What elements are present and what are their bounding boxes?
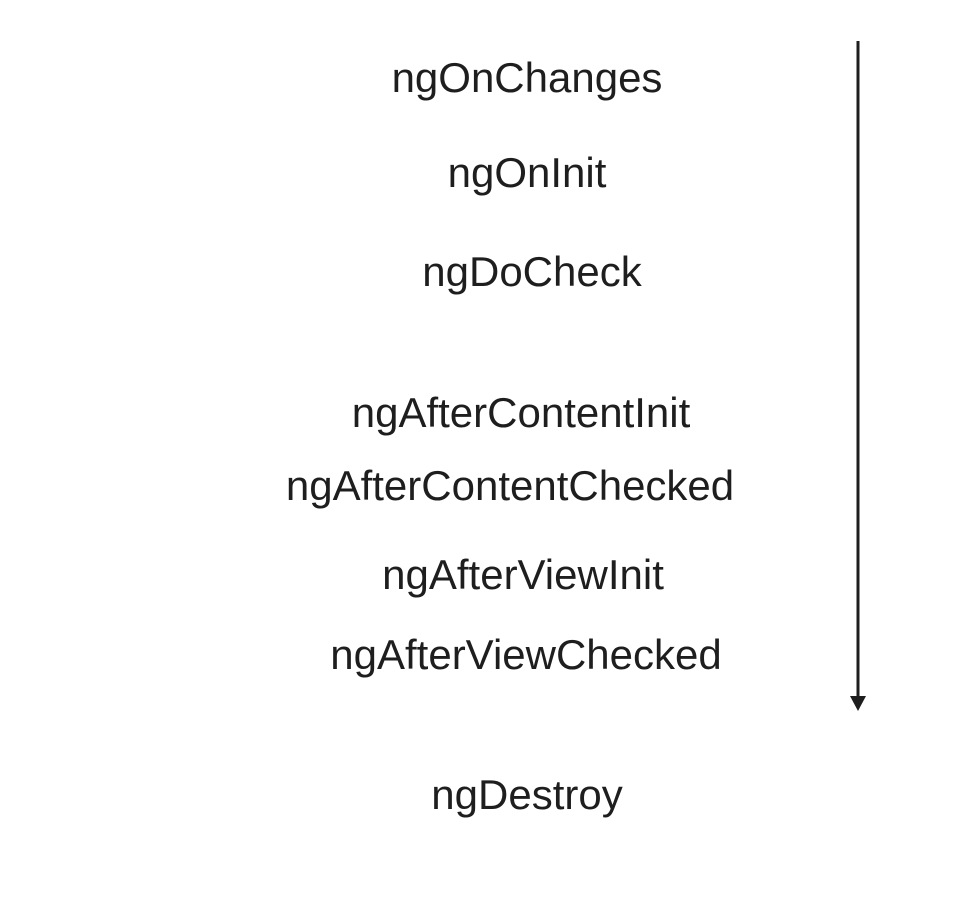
arrow-head: [850, 696, 866, 711]
hook-ngaftercontentinit: ngAfterContentInit: [351, 389, 691, 436]
hook-ngaftercontentchecked: ngAfterContentChecked: [285, 462, 735, 509]
hook-ngafterviewinit: ngAfterViewInit: [382, 551, 664, 598]
hook-ngafterviewchecked: ngAfterViewChecked: [330, 631, 722, 678]
hook-ngoninit: ngOnInit: [447, 149, 607, 196]
hook-ngdocheck: ngDoCheck: [422, 248, 642, 295]
hook-ngonchanges: ngOnChanges: [391, 54, 663, 101]
hook-ngdestroy: ngDestroy: [431, 771, 623, 818]
